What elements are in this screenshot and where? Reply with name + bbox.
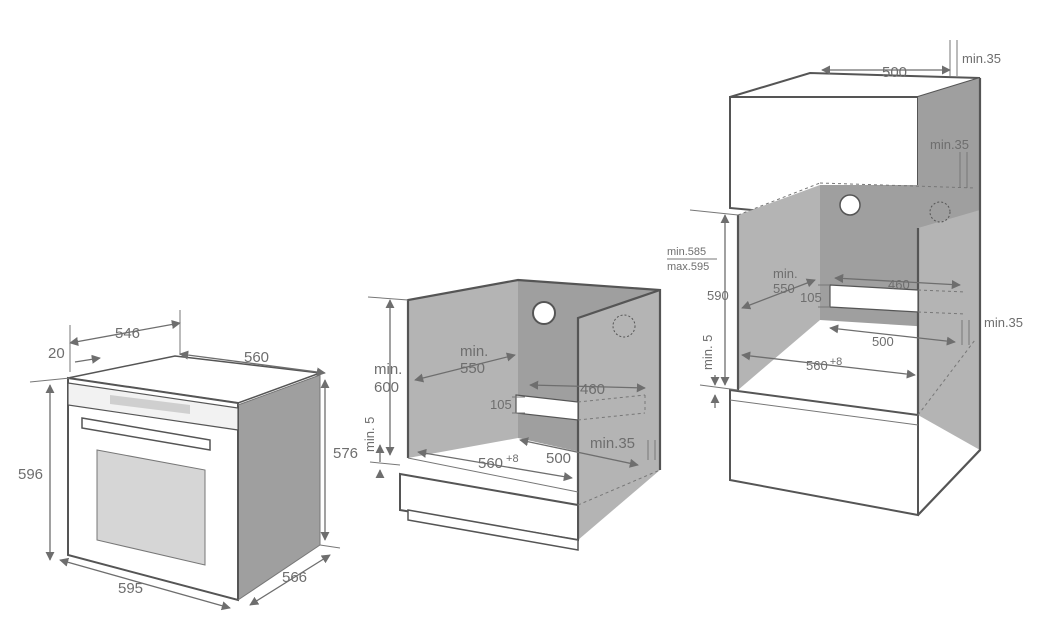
tall-min585: min.585 <box>667 246 706 258</box>
tall-right-min35: min.35 <box>984 315 1023 330</box>
cabinet-min550: min.550 <box>460 343 488 377</box>
oven-width-595: 595 <box>118 580 143 597</box>
cabinet-right-wall <box>578 290 660 540</box>
cabinet-depth-500: 500 <box>546 450 571 467</box>
tall-max595: max.595 <box>667 261 709 273</box>
oven-depth-566: 566 <box>282 569 307 586</box>
tall-top-min35: min.35 <box>962 51 1001 66</box>
tall-unit-cabinet <box>689 40 982 517</box>
under-counter-cabinet <box>367 278 662 551</box>
tall-min5: min. 5 <box>700 335 715 370</box>
tall-slot-105: 105 <box>800 290 822 305</box>
oven-height-576: 576 <box>333 445 358 462</box>
cabinet-min5: min. 5 <box>362 417 377 452</box>
oven-height-596: 596 <box>18 466 43 483</box>
tall-slot-460: 460 <box>888 277 910 292</box>
oven-handle <box>81 417 211 451</box>
cabinet-slot-460: 460 <box>580 381 605 398</box>
tall-vent-hole <box>839 194 861 216</box>
cabinet-min600: min.600 <box>374 361 402 396</box>
tall-cavity-right <box>918 210 980 450</box>
tall-depth-500: 500 <box>872 334 894 349</box>
tall-min550: min.550 <box>773 266 798 296</box>
vent-hole <box>532 301 556 325</box>
cabinet-width-560: 560+8 <box>478 453 519 472</box>
oven-width-546: 546 <box>115 325 140 342</box>
cabinet-kick <box>407 509 579 551</box>
tall-vent-dashed <box>929 201 951 223</box>
tall-mid-min35: min.35 <box>930 137 969 152</box>
vent-hole-dashed <box>612 314 636 338</box>
oven-side-panel <box>238 375 320 600</box>
tall-width-560: 560+8 <box>806 356 842 373</box>
tall-top-500: 500 <box>882 64 907 81</box>
tall-lower-front <box>729 388 919 517</box>
oven-display <box>110 395 190 414</box>
oven-panel-20: 20 <box>48 345 65 362</box>
oven-drawing <box>29 310 341 611</box>
cabinet-slot-105: 105 <box>490 397 512 412</box>
tall-height-590: 590 <box>707 288 729 303</box>
oven-depth-560: 560 <box>244 349 269 366</box>
cabinet-min35: min.35 <box>590 435 635 452</box>
